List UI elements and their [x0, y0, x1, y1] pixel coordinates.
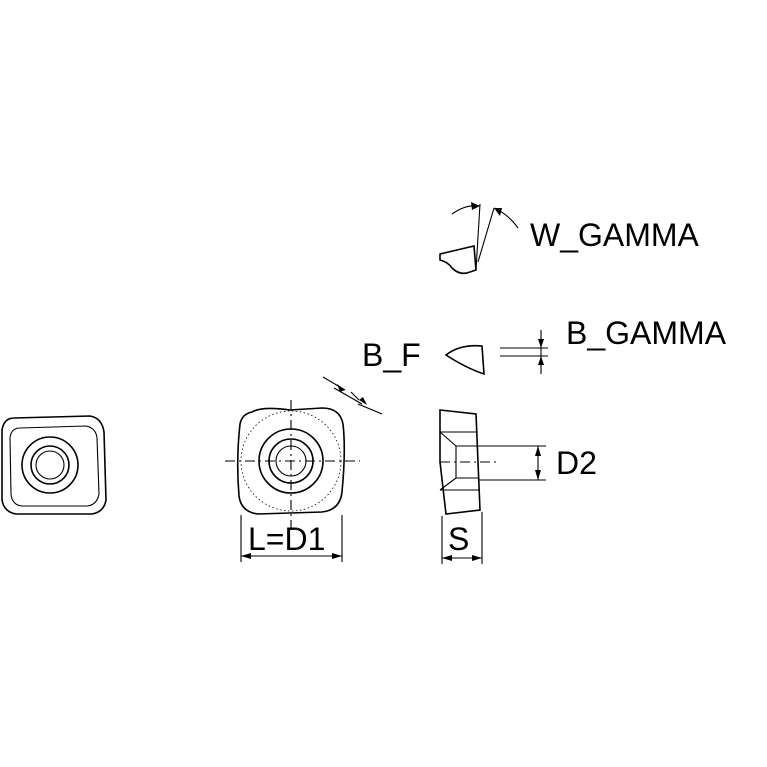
- b-gamma-detail: [444, 330, 548, 376]
- d2-label: D2: [556, 445, 597, 481]
- insert-perspective-view: [1, 415, 107, 515]
- w-gamma-label: W_GAMMA: [530, 217, 700, 253]
- b-gamma-label: B_GAMMA: [566, 315, 727, 351]
- l-d1-label: L=D1: [248, 521, 325, 557]
- insert-top-view: [225, 376, 383, 562]
- insert-side-view: [439, 409, 546, 564]
- s-label: S: [448, 521, 469, 557]
- b-f-label: B_F: [362, 337, 421, 373]
- w-gamma-detail: [439, 202, 519, 275]
